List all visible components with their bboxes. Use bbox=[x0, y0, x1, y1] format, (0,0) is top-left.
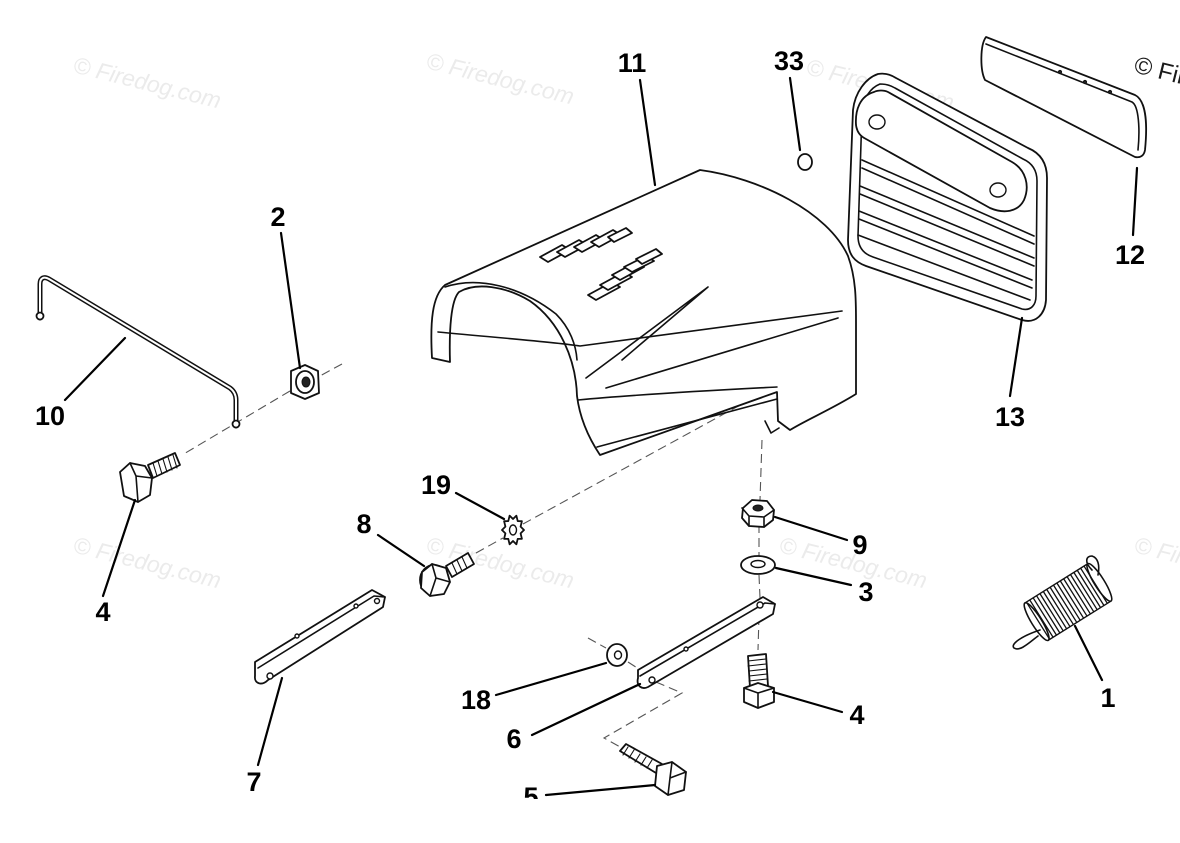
rod-part bbox=[35, 275, 241, 429]
centerline bbox=[627, 661, 643, 672]
grille-part bbox=[847, 72, 1048, 322]
leader-line bbox=[530, 682, 642, 737]
grille-hole bbox=[989, 182, 1007, 198]
leader-line bbox=[376, 533, 426, 568]
callout-10: 10 bbox=[35, 401, 65, 431]
leader-line bbox=[1008, 316, 1024, 398]
watermark-text: © Firedog.com bbox=[71, 52, 224, 114]
callout-1: 1 bbox=[1100, 683, 1115, 713]
leader-line bbox=[774, 566, 853, 587]
washer-part bbox=[606, 643, 628, 667]
washer-part bbox=[740, 555, 776, 575]
callout-11: 11 bbox=[618, 48, 647, 78]
callout-4: 4 bbox=[95, 597, 110, 627]
centerline bbox=[587, 637, 607, 649]
nut-part bbox=[741, 499, 775, 528]
bracket-part bbox=[254, 589, 386, 685]
leader-line bbox=[494, 661, 608, 697]
watermark-text: © Firedog.com bbox=[1132, 532, 1180, 594]
flange-bolt-part bbox=[419, 552, 475, 597]
centerline bbox=[475, 537, 504, 554]
centerline bbox=[602, 681, 684, 749]
leader-line bbox=[771, 690, 844, 714]
hood-part bbox=[430, 169, 857, 456]
callout-19: 19 bbox=[421, 470, 451, 500]
leader-line bbox=[1073, 624, 1104, 682]
bolt-part bbox=[743, 653, 775, 709]
leader-line bbox=[1131, 166, 1139, 237]
bolt-part bbox=[119, 452, 181, 503]
callout-3: 3 bbox=[858, 577, 873, 607]
leader-line bbox=[279, 231, 302, 370]
grille-hole bbox=[868, 114, 886, 130]
star-washer-part bbox=[501, 514, 525, 546]
leader-line bbox=[638, 78, 657, 187]
clip-ring-part bbox=[797, 153, 813, 171]
callout-4: 4 bbox=[849, 700, 864, 730]
callout-33: 33 bbox=[774, 46, 804, 76]
leader-line bbox=[773, 515, 849, 542]
centerline bbox=[759, 439, 763, 501]
leader-line bbox=[788, 76, 802, 152]
callout-18: 18 bbox=[461, 685, 491, 715]
callout-8: 8 bbox=[356, 509, 371, 539]
bracket-part bbox=[636, 596, 776, 689]
centerline bbox=[758, 574, 761, 599]
leader-line bbox=[454, 491, 506, 521]
callout-7: 7 bbox=[246, 767, 261, 797]
callout-13: 13 bbox=[995, 402, 1025, 432]
leader-line bbox=[256, 676, 284, 767]
callouts: 11 33 2 10 4 19 8 9 3 12 13 1 4 7 18 6 5 bbox=[35, 46, 1145, 812]
callout-2: 2 bbox=[270, 202, 285, 232]
spring-part bbox=[1012, 555, 1113, 650]
callout-6: 6 bbox=[506, 724, 521, 754]
leader-lines bbox=[63, 76, 1139, 797]
callout-12: 12 bbox=[1115, 240, 1145, 270]
grille-trim-part bbox=[980, 36, 1148, 159]
leader-line bbox=[101, 498, 137, 598]
bottom-margin bbox=[0, 799, 1180, 843]
nut-part bbox=[290, 364, 320, 400]
leader-line bbox=[544, 783, 657, 797]
watermark-text: © Firedog.com bbox=[424, 48, 577, 110]
callout-9: 9 bbox=[852, 530, 867, 560]
centerline bbox=[317, 363, 343, 378]
watermark-text: © Firedog.com bbox=[71, 532, 224, 594]
leader-line bbox=[63, 336, 127, 402]
vent-slots bbox=[539, 227, 663, 301]
